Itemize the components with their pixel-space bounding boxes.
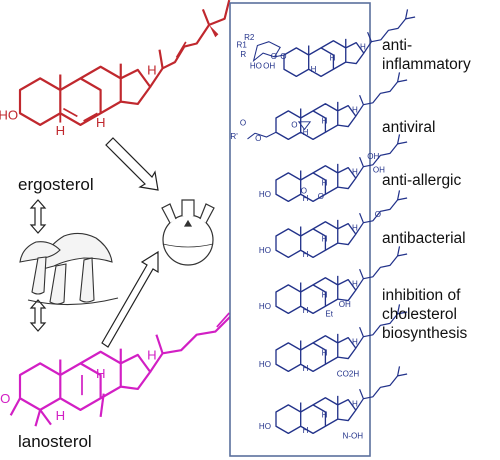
atom-label: H xyxy=(352,223,358,232)
derivatives-panel xyxy=(229,2,371,457)
mushroom-icon xyxy=(19,232,119,306)
atom-label: H xyxy=(303,364,309,373)
atom-label: N-OH xyxy=(343,432,364,441)
atom-label: O xyxy=(280,52,286,61)
atom-label: R2 xyxy=(244,33,255,42)
atom-label: HO xyxy=(250,61,262,70)
activity-label: inflammatory xyxy=(382,56,471,73)
lanosterol-h-label: H xyxy=(147,348,157,363)
atom-label: OH xyxy=(339,300,351,309)
activity-label: antibacterial xyxy=(382,230,466,247)
atom-label: H xyxy=(360,42,366,51)
activity-label: cholesterol xyxy=(382,306,457,323)
lanosterol-ho-label: HO xyxy=(0,391,10,406)
atom-label: H xyxy=(352,279,358,288)
atom-label: H xyxy=(322,117,328,126)
lanosterol-h-label: H xyxy=(96,366,106,381)
lanosterol-label: lanosterol xyxy=(18,432,92,451)
atom-label: HO xyxy=(259,246,271,255)
atom-label: H xyxy=(322,235,328,244)
ergosterol-h-label: H xyxy=(147,63,157,78)
atom-label: OH xyxy=(263,61,275,70)
activity-label: anti- xyxy=(382,37,412,54)
atom-label: O xyxy=(240,119,246,128)
activity-label: biosynthesis xyxy=(382,325,468,342)
atom-label: H xyxy=(322,291,328,300)
atom-label: H xyxy=(352,399,358,408)
atom-label: OH xyxy=(373,165,385,174)
atom-label: R' xyxy=(230,132,238,141)
arrow-icon xyxy=(105,137,159,191)
ergosterol-label: ergosterol xyxy=(18,175,94,194)
ergosterol-ho-label: HO xyxy=(0,107,18,122)
atom-label: HO xyxy=(259,302,271,311)
atom-label: H xyxy=(352,337,358,346)
atom-label: O xyxy=(255,134,261,143)
round-bottom-flask-icon xyxy=(161,199,215,266)
atom-label: R xyxy=(240,50,246,59)
atom-label: O xyxy=(271,52,277,61)
atom-label: Et xyxy=(325,310,333,319)
atom-label: H xyxy=(330,54,336,63)
derivative-structure: N-OH HO H H H xyxy=(259,366,408,441)
ergosterol-h-label: H xyxy=(56,123,66,138)
double-arrow-icon xyxy=(29,199,47,234)
atom-label: H xyxy=(311,65,317,74)
atom-label: HO xyxy=(259,422,271,431)
derivative-structure: CO2H HO H H H xyxy=(259,304,408,379)
ergosterol-h-label: H xyxy=(96,115,106,130)
atom-label: CO2H xyxy=(337,370,360,379)
arrow-icon xyxy=(101,250,159,348)
atom-label: H xyxy=(303,306,309,315)
derivative-structure: OH HO Et H H H xyxy=(259,246,408,319)
atom-label: O xyxy=(375,210,381,219)
activity-label: anti-allergic xyxy=(382,172,462,189)
atom-label: R1 xyxy=(237,40,248,49)
atom-label: H xyxy=(303,426,309,435)
atom-label: HO xyxy=(259,360,271,369)
atom-label: OH xyxy=(367,152,379,161)
atom-label: H xyxy=(322,349,328,358)
atom-label: H xyxy=(303,194,309,203)
double-arrow-icon xyxy=(29,299,47,332)
activity-label: antiviral xyxy=(382,119,435,136)
atom-label: H xyxy=(322,411,328,420)
atom-label: O xyxy=(318,192,324,201)
ergosterol-structure: HO H H H xyxy=(0,0,231,138)
atom-label: H xyxy=(303,250,309,259)
lanosterol-h-label: H xyxy=(56,408,66,423)
atom-label: H xyxy=(322,179,328,188)
atom-label: H xyxy=(352,167,358,176)
atom-label: H xyxy=(303,128,309,137)
atom-label: H xyxy=(352,105,358,114)
atom-label: O xyxy=(291,121,297,130)
atom-label: HO xyxy=(259,190,271,199)
atom-label: O xyxy=(301,186,307,195)
activity-label: inhibition of xyxy=(382,287,461,304)
